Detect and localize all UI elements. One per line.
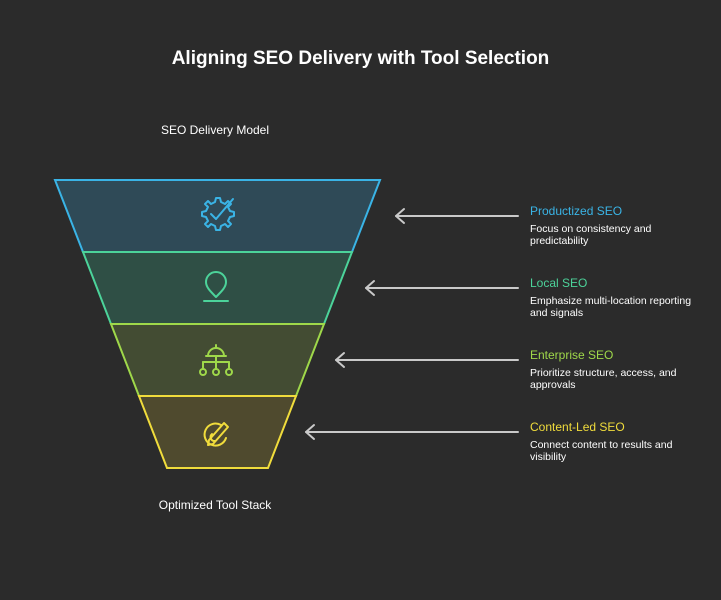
stage-text-content-led: Content-Led SEO Connect content to resul… bbox=[530, 420, 710, 463]
stage-description: Emphasize multi-location reporting and s… bbox=[530, 295, 692, 319]
stage-title: Enterprise SEO bbox=[530, 348, 614, 362]
gear-check-icon bbox=[201, 197, 235, 231]
funnel-stage-content-led bbox=[137, 395, 298, 469]
stage-title: Content-Led SEO bbox=[530, 420, 625, 434]
location-pin-icon bbox=[203, 271, 229, 302]
stage-text-local: Local SEO Emphasize multi-location repor… bbox=[530, 276, 710, 319]
arrow-local bbox=[365, 280, 519, 296]
funnel-stage-local bbox=[81, 251, 354, 325]
funnel-stage-enterprise bbox=[109, 323, 326, 397]
funnel-stage-productized bbox=[53, 179, 382, 253]
arrow-content-led bbox=[305, 424, 519, 440]
org-hierarchy-icon bbox=[199, 344, 233, 376]
stage-text-productized: Productized SEO Focus on consistency and… bbox=[530, 204, 710, 247]
stage-text-enterprise: Enterprise SEO Prioritize structure, acc… bbox=[530, 348, 710, 391]
stage-title: Productized SEO bbox=[530, 204, 623, 218]
diagram-title: Aligning SEO Delivery with Tool Selectio… bbox=[171, 48, 550, 69]
stage-title: Local SEO bbox=[530, 276, 588, 290]
arrow-productized bbox=[395, 208, 519, 224]
arrow-enterprise bbox=[335, 352, 519, 368]
funnel-bottom-label: Optimized Tool Stack bbox=[158, 498, 272, 512]
funnel-top-label: SEO Delivery Model bbox=[160, 123, 270, 137]
stage-description: Connect content to results and visibilit… bbox=[530, 439, 673, 463]
pen-circle-icon bbox=[203, 422, 229, 447]
stage-description: Focus on consistency and predictability bbox=[530, 223, 652, 247]
stage-description: Prioritize structure, access, and approv… bbox=[530, 367, 677, 391]
